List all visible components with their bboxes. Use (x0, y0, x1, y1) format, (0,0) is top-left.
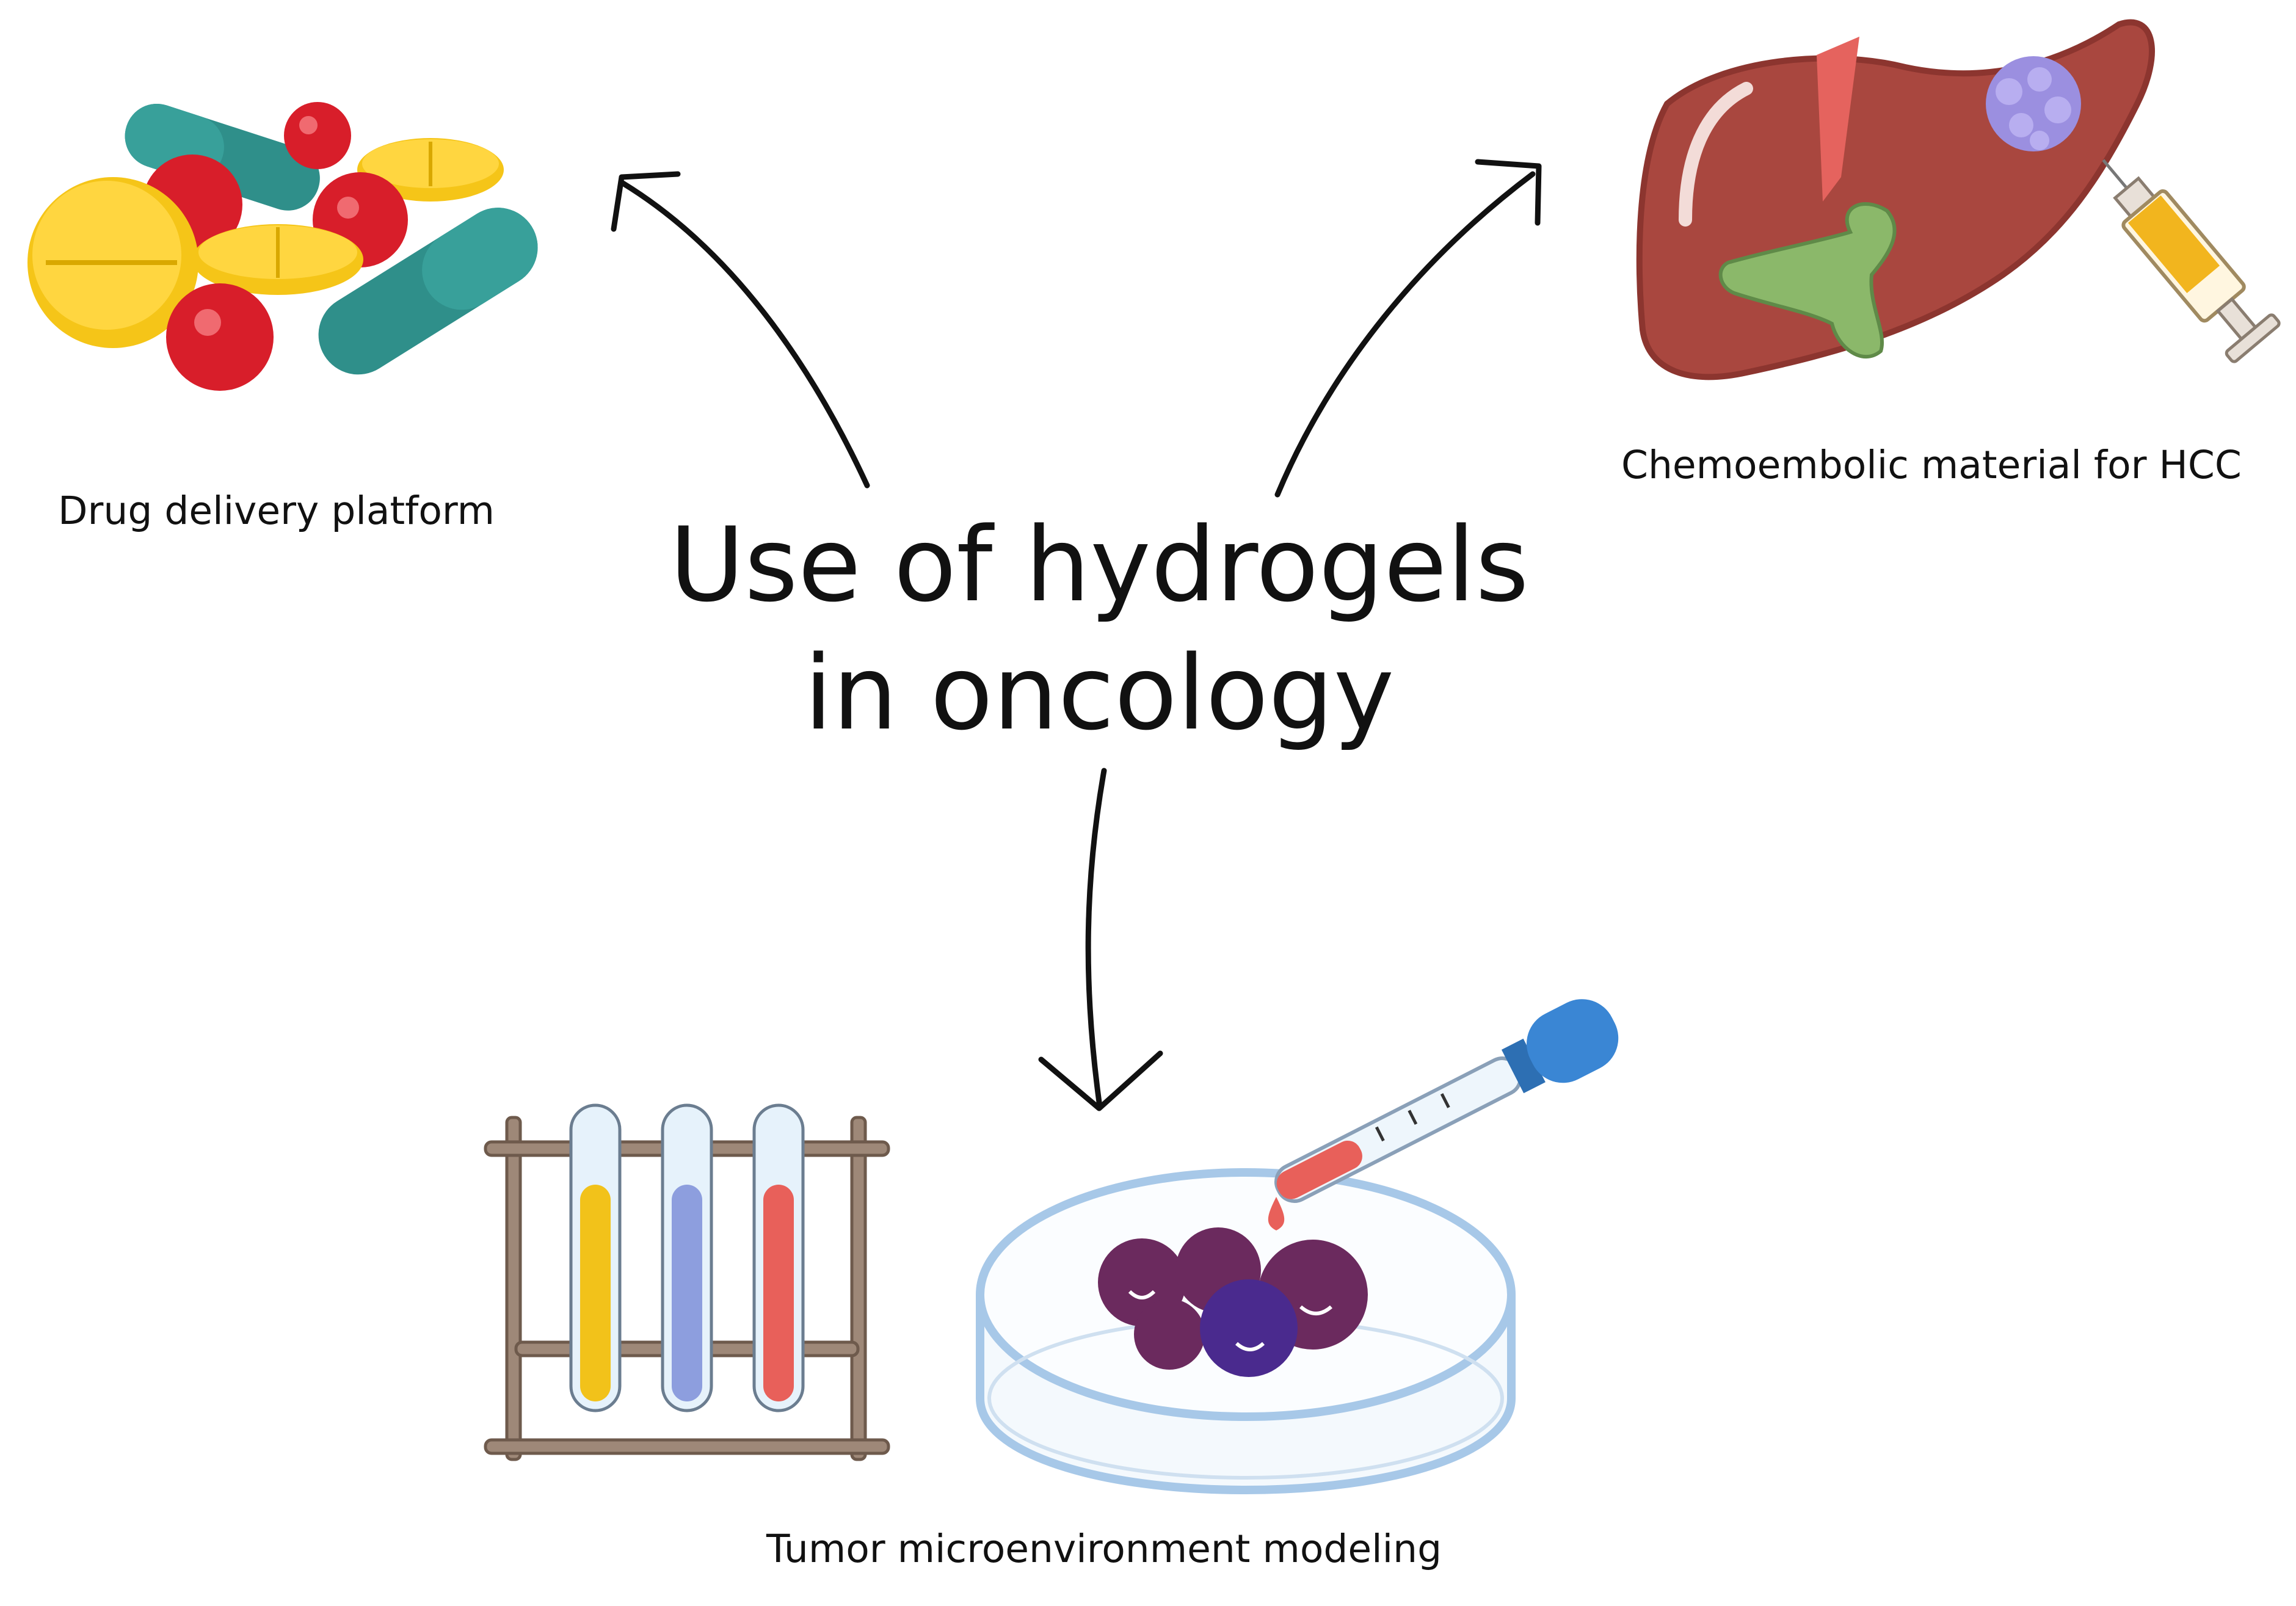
drop-icon (1268, 1197, 1285, 1230)
red-ball-icon (284, 102, 351, 169)
dropper-icon (1274, 999, 1619, 1203)
liver-icon (1636, 19, 2155, 380)
chemoembolic-caption: Chemoembolic material for HCC (1621, 443, 2242, 487)
tumor-cluster-icon (1986, 56, 2081, 151)
arrow-to-chemoembolic (1274, 159, 1542, 498)
test-tube-blue-icon (661, 1103, 713, 1412)
teal-capsule-icon (318, 208, 538, 375)
test-tubes-rack-icon (484, 1103, 890, 1461)
central-title-line2: in oncology (804, 633, 1395, 753)
syringe-icon (2102, 159, 2281, 363)
gallbladder-icon (1718, 202, 1897, 359)
test-tube-red-icon (752, 1103, 805, 1412)
central-title-line1: Use of hydrogels (669, 505, 1529, 625)
pills-icon (27, 102, 538, 391)
spheroid-cluster-icon (1098, 1227, 1368, 1377)
test-tube-yellow-icon (569, 1103, 622, 1412)
tumor-modeling-caption: Tumor microenvironment modeling (766, 1527, 1442, 1571)
liver-syringe-icon (1636, 19, 2281, 380)
arrow-to-tumor-modeling (1038, 768, 1163, 1111)
central-title: Use of hydrogels in oncology (611, 501, 1588, 757)
red-ball-icon (166, 283, 274, 391)
arrow-to-drug-delivery (611, 171, 870, 489)
petri-dish-icon (976, 1168, 1516, 1495)
drug-delivery-caption: Drug delivery platform (58, 489, 495, 533)
